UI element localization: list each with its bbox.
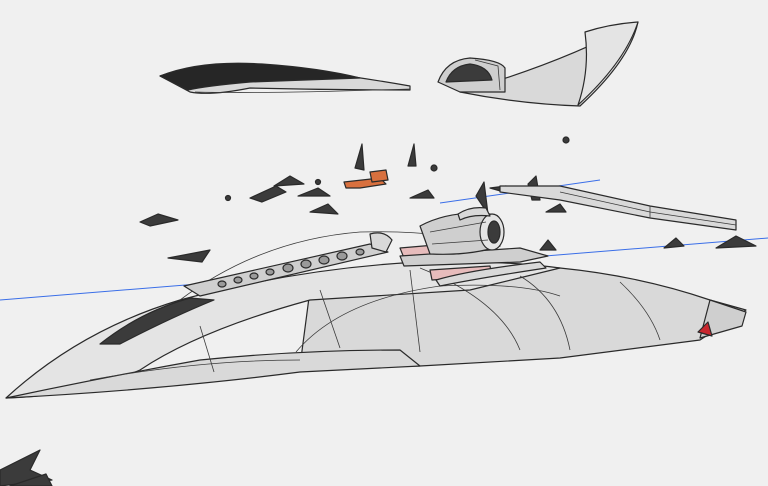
canopy-shell[interactable]	[159, 62, 411, 94]
fuselage-main[interactable]	[5, 231, 747, 399]
engine-nozzle[interactable]	[419, 207, 505, 255]
selected-bracket[interactable]	[343, 169, 389, 189]
engine-intake-cover[interactable]	[437, 21, 639, 107]
boom-arm[interactable]	[499, 185, 737, 231]
cockpit-frame[interactable]	[183, 232, 393, 297]
tail-fin-fragment[interactable]	[0, 449, 53, 486]
